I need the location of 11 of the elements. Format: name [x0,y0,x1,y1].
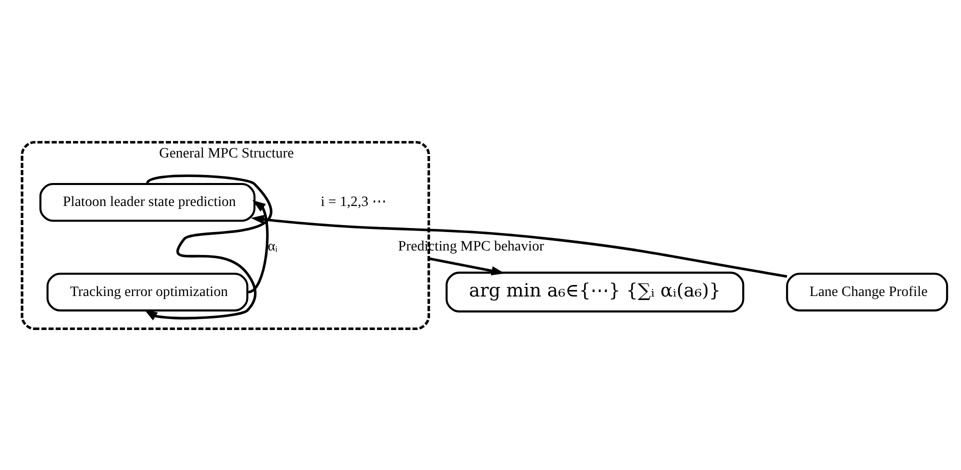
arrow [428,256,505,275]
node-box: Platoon leader state prediction [39,182,256,222]
edge-label: Predicting MPC behavior [398,238,544,254]
arrow [248,200,269,293]
node-box: arg min a₆∈{⋯} {∑ᵢ αᵢ(a₆)} [446,271,744,312]
arrow [144,174,272,320]
node-box: Lane Change Profile [786,272,948,311]
label: i = 1,2,3 ⋯ [320,194,386,210]
edge-label: αᵢ [268,238,278,254]
arrow [250,214,788,278]
node-box: Tracking error optimization [46,272,248,311]
